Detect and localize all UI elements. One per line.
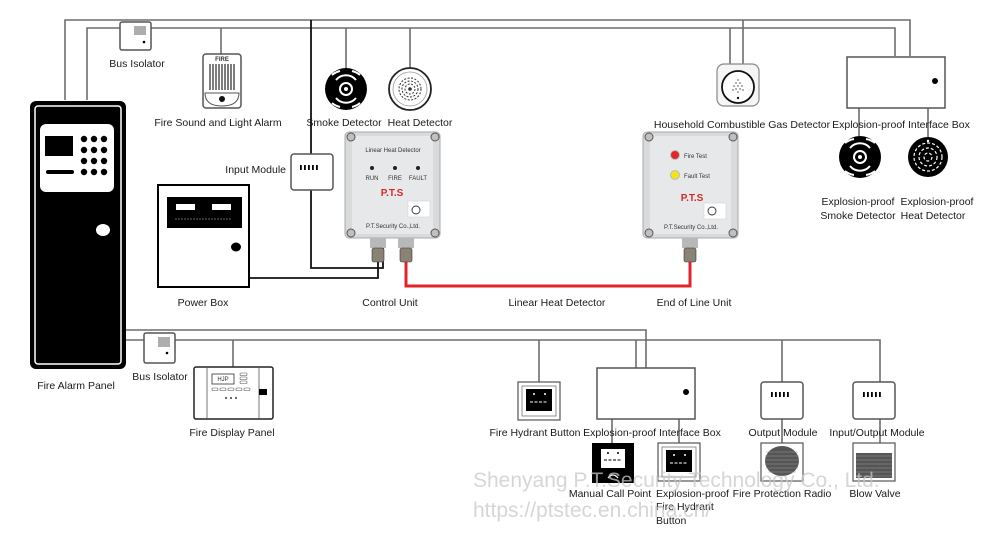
smoke-detector[interactable] [325, 68, 367, 110]
led-fire-label: FIRE [388, 176, 402, 182]
fire-alarm-panel[interactable] [30, 101, 126, 369]
label-fire-protection-radio: Fire Protection Radio [733, 488, 832, 500]
fire-sound-light-alarm[interactable]: FIRE [202, 53, 242, 109]
top-bus-outer-wire [64, 19, 911, 100]
label-ex-hydrant-line1: Explosion-proof [656, 488, 729, 500]
label-ex-smoke-line1: Explosion-proof [822, 196, 895, 208]
alarm-grille [209, 64, 235, 90]
ul-listed-icon [703, 202, 727, 220]
bottom-bus-inner-wire-b [175, 339, 881, 382]
speaker-grille [765, 451, 799, 473]
bus-isolator-top[interactable] [119, 21, 152, 51]
label-fire-display-panel: Fire Display Panel [189, 427, 274, 439]
led-fault [416, 166, 420, 170]
label-heat-detector: Heat Detector [388, 117, 453, 129]
top-bus-inner-wire-b [150, 27, 896, 56]
end-unit-brand: P.T.S [681, 193, 704, 204]
wiring [64, 19, 929, 445]
label-bus-isolator-bottom: Bus Isolator [132, 371, 188, 383]
label-ex-smoke-line2: Smoke Detector [820, 210, 896, 222]
watermark-company: Shenyang P.T.Security Technology Co., Lt… [473, 469, 880, 492]
label-ex-hydrant-line2: Fire Hydrant [656, 501, 714, 513]
label-explosion-proof-box-bottom: Explosion-proof Interface Box [583, 427, 721, 439]
top-bus-inner-wire-a [86, 27, 122, 100]
explosion-proof-interface-box-bottom[interactable] [596, 367, 696, 420]
control-unit[interactable]: Linear Heat Detector RUN FIRE FAULT P.T.… [344, 131, 441, 263]
label-household-gas-detector: Household Combustible Gas Detector [654, 119, 831, 131]
label-blow-valve: Blow Valve [849, 488, 900, 500]
led-run-label: RUN [366, 176, 379, 182]
module-terminals [300, 165, 318, 170]
label-bus-isolator-top: Bus Isolator [109, 58, 165, 70]
output-module[interactable] [760, 381, 804, 420]
heat-detector[interactable] [388, 67, 432, 111]
valve-grille [856, 455, 892, 477]
label-fire-alarm-panel: Fire Alarm Panel [37, 380, 115, 392]
fault-test-label: Fault Test [684, 174, 710, 180]
ul-listed-icon [407, 200, 431, 218]
led-run [370, 166, 374, 170]
bottom-bus-outer-wire [126, 329, 647, 368]
barcode-icon [134, 26, 146, 35]
linear-heat-cable [404, 262, 692, 288]
label-ex-heat-line2: Heat Detector [901, 210, 966, 222]
fire-protection-radio[interactable] [760, 442, 804, 482]
label-linear-heat-detector: Linear Heat Detector [509, 297, 606, 309]
label-ex-heat-line1: Explosion-proof [901, 196, 974, 208]
label-io-module: Input/Output Module [829, 427, 924, 439]
blow-valve[interactable] [852, 442, 896, 482]
household-gas-detector[interactable] [716, 63, 760, 107]
keypad [80, 135, 108, 176]
end-unit-company: P.T.Security Co.,Ltd. [664, 225, 718, 231]
label-smoke-detector: Smoke Detector [306, 117, 382, 129]
fire-test-label: Fire Test [684, 154, 707, 160]
label-power-box: Power Box [178, 297, 230, 309]
label-fire-hydrant-button: Fire Hydrant Button [489, 427, 580, 439]
input-module[interactable] [290, 153, 334, 191]
explosion-proof-heat-detector[interactable] [908, 137, 948, 177]
module-terminals [863, 392, 881, 397]
end-of-line-unit[interactable]: Fire Test Fault Test P.T.S P.T.Security … [642, 131, 739, 263]
label-end-of-line-unit: End of Line Unit [657, 297, 732, 309]
explosion-proof-fire-hydrant-button[interactable] [657, 442, 701, 482]
fire-display-panel[interactable]: HJP [193, 366, 274, 420]
barcode-icon [158, 337, 170, 347]
watermark-url: https://ptstec.en.china.cn/ [473, 499, 711, 522]
label-control-unit: Control Unit [362, 297, 418, 309]
control-unit-company: P.T.Security Co.,Ltd. [366, 224, 420, 230]
bus-isolator-bottom[interactable] [143, 332, 176, 364]
power-box-wire [248, 248, 379, 279]
label-output-module: Output Module [749, 427, 818, 439]
led-fire [393, 166, 397, 170]
control-unit-title: Linear Heat Detector [365, 148, 420, 154]
label-fire-sound-light-alarm: Fire Sound and Light Alarm [154, 117, 281, 129]
sensor-grille [732, 79, 744, 93]
power-box[interactable] [157, 184, 250, 288]
panel-lock [96, 224, 110, 236]
label-input-module: Input Module [225, 164, 286, 176]
label-manual-call-point: Manual Call Point [569, 488, 651, 500]
explosion-proof-interface-box-top[interactable] [846, 56, 946, 109]
display-panel-screen-text: HJP [217, 377, 228, 383]
control-unit-brand: P.T.S [381, 188, 404, 199]
manual-call-point[interactable] [592, 443, 634, 483]
fault-test-led[interactable] [670, 170, 680, 180]
led-fault-label: FAULT [409, 176, 428, 182]
alarm-fire-text: FIRE [215, 57, 229, 63]
module-terminals [771, 392, 789, 397]
fire-test-led[interactable] [670, 150, 680, 160]
input-output-module[interactable] [852, 381, 896, 420]
fire-hydrant-button[interactable] [517, 381, 561, 421]
explosion-proof-smoke-detector[interactable] [839, 136, 881, 178]
label-ex-hydrant-line3: Button [656, 515, 687, 527]
label-explosion-proof-box-top: Explosion-proof Interface Box [832, 119, 970, 131]
